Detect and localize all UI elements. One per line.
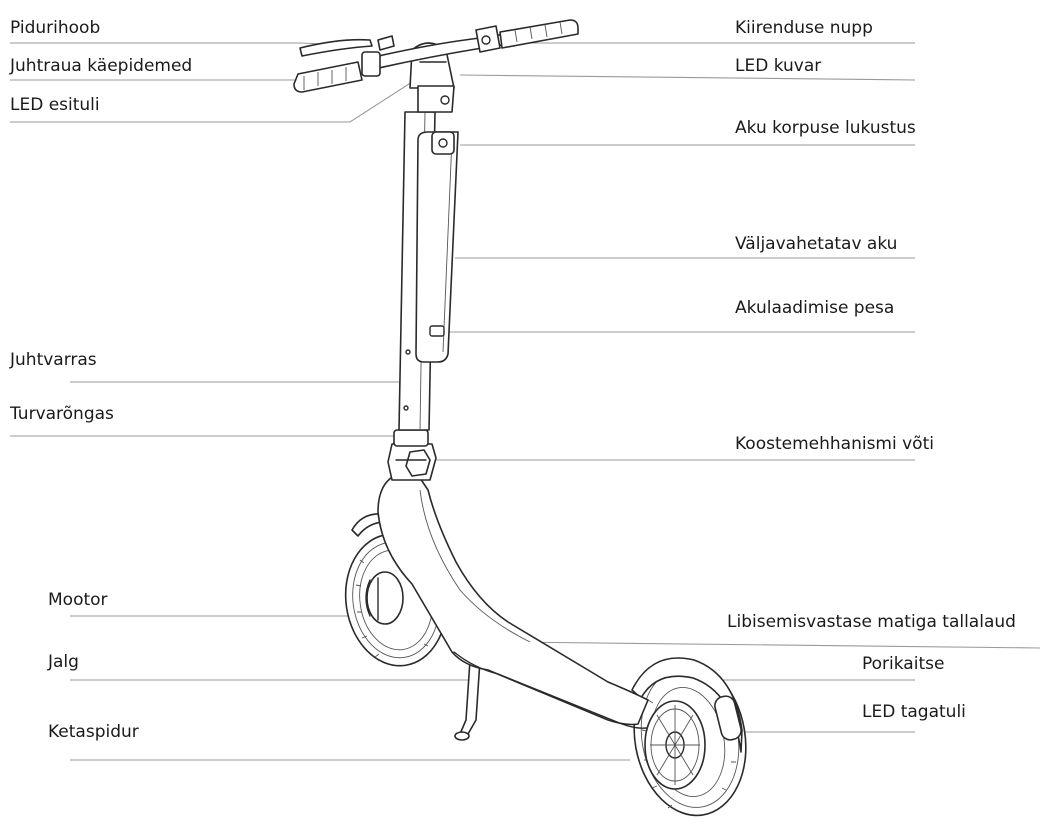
label-led-taillight: LED tagatuli [862, 702, 966, 722]
label-removable-battery: Väljavahetatav aku [735, 234, 897, 254]
label-led-display: LED kuvar [735, 56, 821, 76]
leader-deck [510, 642, 1040, 648]
label-accelerator-button: Kiirenduse nupp [735, 18, 873, 38]
motor-hub [366, 572, 403, 624]
label-disc-brake: Ketaspidur [48, 722, 139, 742]
label-kickstand: Jalg [48, 652, 79, 672]
label-folding-key: Koostemehhanismi võti [735, 434, 934, 454]
label-battery-lock: Aku korpuse lukustus [735, 118, 916, 138]
label-charging-port: Akulaadimise pesa [735, 298, 894, 318]
label-deck: Libisemisvastase matiga tallalaud [727, 612, 1016, 632]
label-stem: Juhtvarras [10, 350, 97, 370]
label-brake-lever: Pidurihoob [10, 18, 100, 38]
label-fender: Porikaitse [862, 654, 944, 674]
leader-led-display [460, 75, 915, 80]
disc-brake-rotor [645, 701, 705, 789]
label-led-headlight: LED esituli [10, 95, 100, 115]
label-safety-ring: Turvarõngas [10, 404, 114, 424]
folding-joint [388, 430, 436, 480]
kickstand-drawing [455, 660, 480, 740]
label-handlebar-grips: Juhtraua käepidemed [10, 56, 192, 76]
label-motor: Mootor [48, 590, 108, 610]
battery-pack [416, 132, 458, 362]
leader-brake-lever [10, 43, 350, 45]
